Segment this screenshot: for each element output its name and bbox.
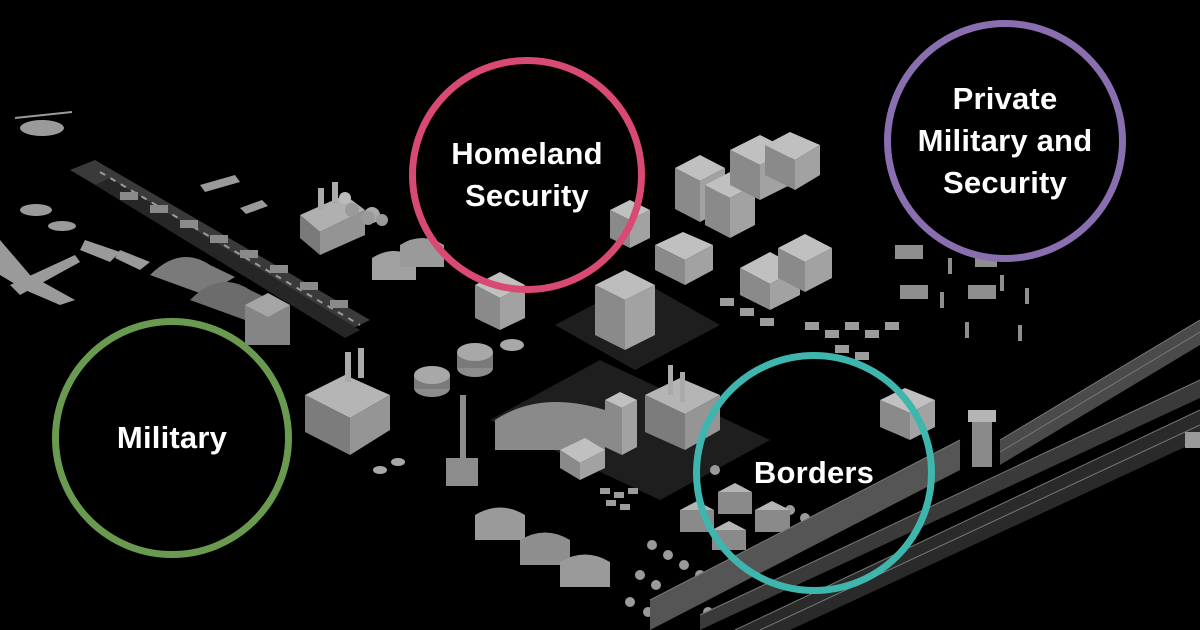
military-line-1: Military: [116, 420, 228, 455]
borders-line-1: Borders: [753, 455, 875, 490]
hangars: [150, 257, 290, 345]
borders-label: Borders: [754, 452, 874, 494]
silos: [373, 339, 524, 486]
aircraft-group: [0, 111, 268, 305]
private-military-security-circle[interactable]: Private Military and Security: [884, 20, 1126, 262]
military-label: Military: [117, 417, 227, 459]
borders-circle[interactable]: Borders: [693, 352, 935, 594]
warehouses: [372, 238, 610, 587]
runway-vehicles: [120, 192, 348, 308]
airbase-runway: [70, 160, 370, 338]
parked-vehicles: [600, 298, 899, 510]
border-post-icon: [1185, 432, 1200, 448]
private-military-security-label: Private Military and Security: [918, 78, 1093, 204]
private-military-line-1: Private: [952, 81, 1058, 116]
homeland-security-circle[interactable]: Homeland Security: [409, 57, 645, 293]
military-vehicles: [895, 245, 1029, 341]
private-military-line-2: Military and: [917, 123, 1093, 158]
watchtower: [968, 410, 996, 467]
military-circle[interactable]: Military: [52, 318, 292, 558]
homeland-security-line-2: Security: [465, 178, 589, 213]
private-military-line-3: Security: [943, 165, 1067, 200]
homeland-security-label: Homeland Security: [451, 133, 602, 217]
homeland-security-line-1: Homeland: [451, 136, 603, 171]
factories: [300, 182, 720, 455]
